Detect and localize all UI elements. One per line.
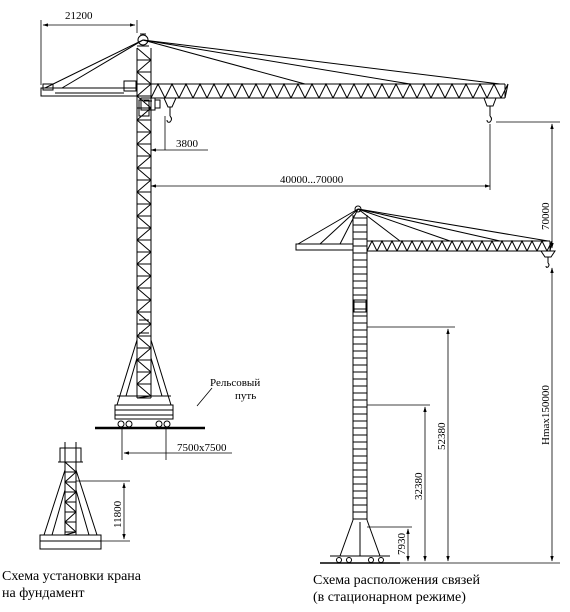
trolley-near [163,97,177,123]
dim-tie-2: 32380 [413,472,425,500]
dim-offset: 3800 [176,138,199,150]
counter-jib [40,39,144,97]
ties-dimensions [367,121,560,564]
caption-foundation-1: Схема установки крана [2,569,142,584]
caption-ties-2: (в стационарном режиме) [313,590,466,605]
dim-foundation-height: 11800 [112,500,124,528]
dim-tie-3: 7930 [396,533,408,556]
ties-scheme [295,205,556,564]
dim-hmax: Hmax150000 [540,385,552,445]
trolley-far [483,97,497,123]
main-jib [142,39,509,99]
main-crane [40,33,509,430]
rail-label-1: Рельсовый [210,377,260,389]
main-mast [136,47,152,399]
foundation-scheme [39,442,102,550]
dim-tie-1: 52380 [436,422,448,450]
dim-top-width: 21200 [65,10,93,22]
crane-base [95,99,205,430]
operator-cab [140,97,161,111]
dim-base: 7500x7500 [177,442,227,454]
main-dimensions [40,20,491,460]
foundation-dim [76,480,130,542]
dim-jib-reach: 40000...70000 [280,174,344,186]
rail-label-2: путь [235,390,256,402]
caption-foundation-2: на фундамент [2,586,85,601]
caption-ties-1: Схема расположения связей [313,573,480,588]
dim-hook-height: 70000 [540,202,552,230]
